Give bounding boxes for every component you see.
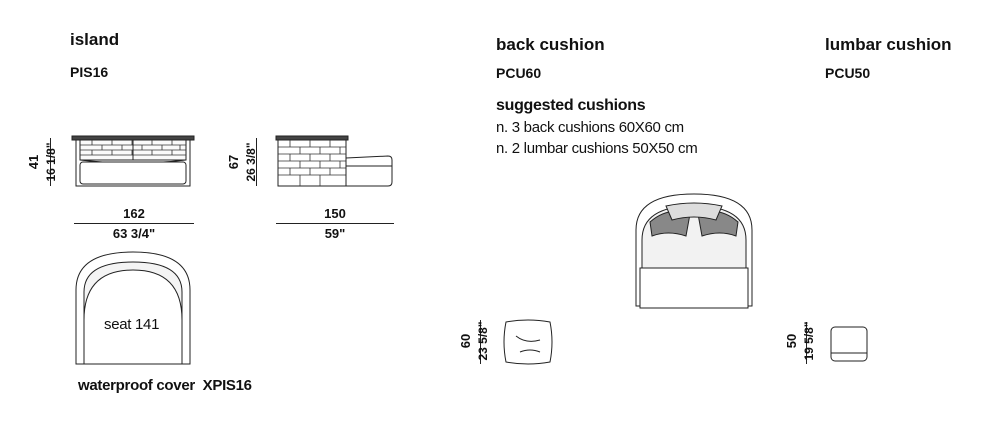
island-plan-drawing <box>75 251 191 365</box>
back-cushion-rule <box>480 320 481 364</box>
front-height-cm: 41 <box>26 154 41 170</box>
front-height-rule <box>50 138 51 186</box>
front-width-cm: 162 <box>123 206 145 221</box>
back-cushion-in: 23 5/8" <box>476 321 490 361</box>
side-height-rule <box>256 138 257 186</box>
cushions-plan-drawing <box>635 193 753 309</box>
back-cushion-cm: 60 <box>458 333 473 349</box>
side-height-in: 26 3/8" <box>244 142 258 182</box>
side-width-cm: 150 <box>324 206 346 221</box>
cover-label: waterproof cover XPIS16 <box>78 377 252 394</box>
lumbar-cushion-rule <box>806 322 807 364</box>
lumbar-cushion-cm: 50 <box>784 333 799 349</box>
lumbar-cushion-code: PCU50 <box>825 65 871 81</box>
back-cushion-title: back cushion <box>496 35 605 54</box>
side-width-in: 59" <box>324 226 346 241</box>
side-elevation-drawing <box>275 135 393 187</box>
front-width-in: 63 3/4" <box>112 226 156 241</box>
lumbar-cushion-in: 19 5/8" <box>802 321 816 361</box>
front-width-rule <box>74 223 194 224</box>
seat-label: seat 141 <box>104 316 160 333</box>
cover-text: waterproof cover <box>78 377 195 394</box>
island-code: PIS16 <box>70 64 109 80</box>
front-elevation-drawing <box>71 135 195 187</box>
suggested-line-2: n. 2 lumbar cushions 50X50 cm <box>496 140 698 157</box>
side-height-cm: 67 <box>226 154 241 170</box>
side-width-rule <box>276 223 394 224</box>
cover-code: XPIS16 <box>202 377 252 394</box>
suggested-line-1: n. 3 back cushions 60X60 cm <box>496 119 684 136</box>
lumbar-cushion-title: lumbar cushion <box>825 35 952 54</box>
lumbar-cushion-drawing <box>830 326 868 362</box>
back-cushion-drawing <box>503 319 553 365</box>
back-cushion-code: PCU60 <box>496 65 542 81</box>
island-title: island <box>70 30 120 49</box>
suggested-title: suggested cushions <box>496 97 646 114</box>
front-height-in: 16 1/8" <box>44 142 58 182</box>
